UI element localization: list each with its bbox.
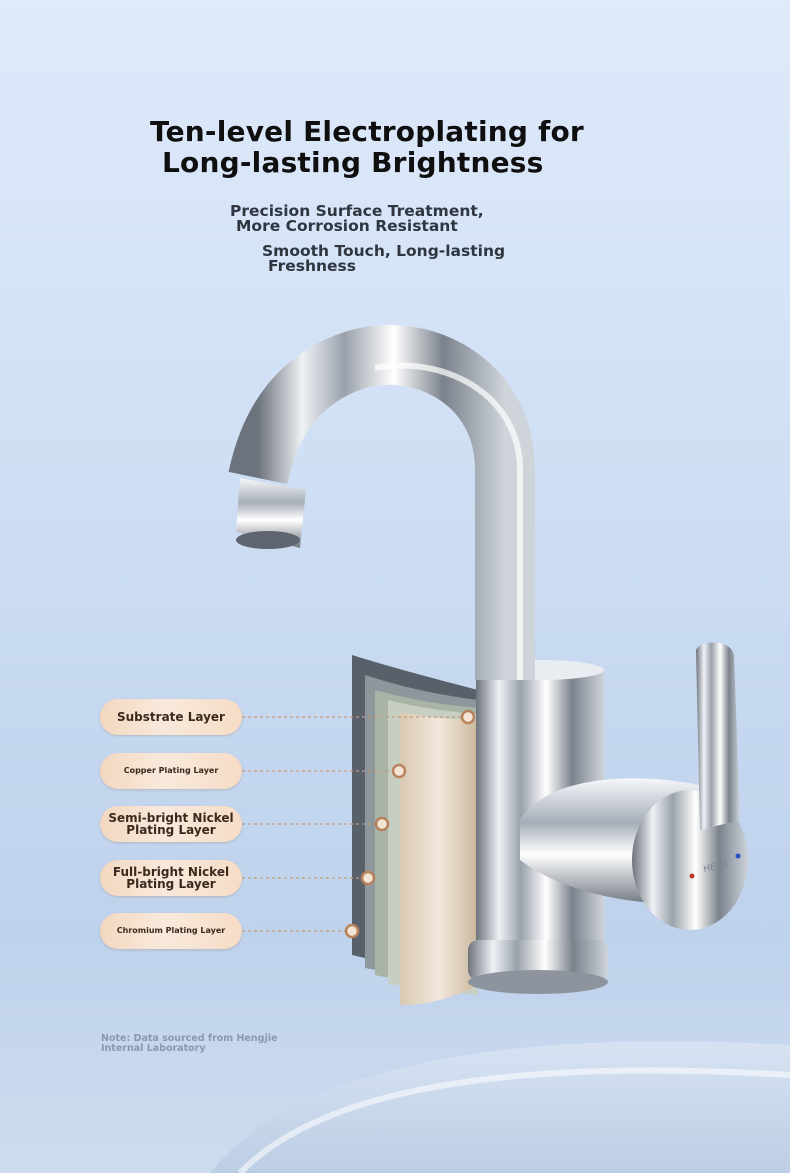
basin-rim	[210, 1041, 790, 1173]
layer-label-text: Copper Plating Layer	[123, 766, 219, 775]
footnote: Note: Data sourced from Hengjie Internal…	[101, 1033, 278, 1054]
layer-label-text: Semi-bright Nickel Plating Layer	[108, 811, 234, 837]
marker-substrate	[460, 709, 476, 725]
marker-full-nickel	[360, 870, 376, 886]
layer-label-text: Substrate Layer	[117, 710, 225, 724]
layer-label-substrate: Substrate Layer	[100, 699, 242, 735]
marker-semi-nickel	[374, 816, 390, 832]
faucet-spout	[228, 325, 535, 680]
layer-connectors	[242, 716, 462, 932]
marker-copper	[391, 763, 407, 779]
layer-markers	[344, 709, 476, 939]
faucet-lever	[696, 642, 740, 830]
marker-chromium	[344, 923, 360, 939]
headline: Ten-level Electroplating for Long-lastin…	[150, 116, 584, 178]
headline-line-1: Ten-level Electroplating for	[150, 115, 584, 148]
layer-label-full-bright-nickel: Full-bright Nickel Plating Layer	[100, 860, 242, 896]
subheading-touch: Smooth Touch, Long-lasting Freshness	[262, 242, 506, 275]
headline-line-2: Long-lasting Brightness	[162, 146, 544, 179]
layer-label-chromium: Chromium Plating Layer	[100, 913, 242, 949]
plating-layers-cutaway	[352, 655, 478, 1005]
subheading-corrosion-line-1: Precision Surface Treatment,	[230, 202, 484, 220]
subheading-corrosion-line-2: More Corrosion Resistant	[236, 217, 458, 235]
layer-label-text: Full-bright Nickel Plating Layer	[112, 865, 230, 891]
layer-label-copper: Copper Plating Layer	[100, 753, 242, 789]
subheading-corrosion: Precision Surface Treatment, More Corros…	[230, 202, 484, 235]
subheading-touch-line-2: Freshness	[268, 257, 357, 275]
layer-label-semi-bright-nickel: Semi-bright Nickel Plating Layer	[100, 806, 242, 842]
subheading-touch-line-1: Smooth Touch, Long-lasting	[262, 242, 506, 260]
layer-label-text: Chromium Plating Layer	[116, 926, 226, 935]
